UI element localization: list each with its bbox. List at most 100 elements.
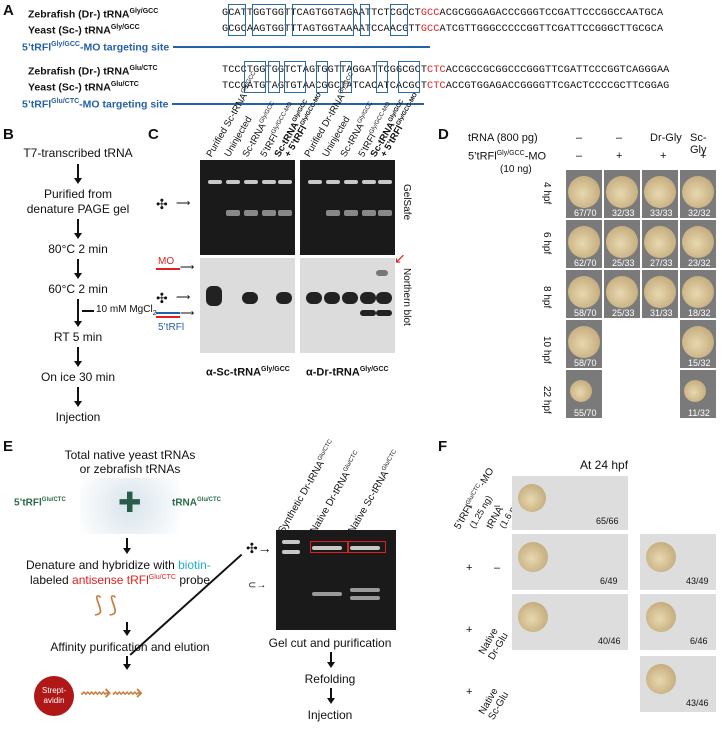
embryo-count: 58/70 xyxy=(574,358,597,368)
caption-left: α-Sc-tRNAGly/GCC xyxy=(206,366,290,379)
f-row2-trna: – xyxy=(494,562,501,574)
embryo-count: 18/32 xyxy=(688,308,711,318)
flow-arrow xyxy=(74,347,81,367)
conserved-box xyxy=(390,4,408,36)
refolding-step: Refolding xyxy=(304,672,356,686)
conserved-box xyxy=(398,61,420,93)
arrow-icon: ⟶ xyxy=(176,198,191,209)
embryo-image: 32/33 xyxy=(604,170,640,218)
f-stage-label: At 24 hpf xyxy=(580,458,629,472)
flow-step-rt: RT 5 min xyxy=(53,330,103,344)
f-row3-mo: + xyxy=(466,624,473,636)
embryo-count: 58/70 xyxy=(574,308,597,318)
flow-arrow xyxy=(74,259,81,279)
f-row2-mo: + xyxy=(466,562,473,574)
larva-count: 43/49 xyxy=(686,576,709,586)
embryo-count: 25/33 xyxy=(612,308,635,318)
embryo-image: 67/70 xyxy=(566,170,602,218)
larva-image: 40/46 xyxy=(512,594,628,650)
embryo-count: 32/33 xyxy=(612,208,635,218)
gel-lane-label: Synthetic Dr-tRNAGlu/CTC xyxy=(276,438,334,536)
embryo-image: 58/70 xyxy=(566,270,602,318)
panel-a-label: A xyxy=(3,2,14,19)
embryo-image: 25/33 xyxy=(604,220,640,268)
conserved-box xyxy=(252,4,286,36)
col-3-mo: + xyxy=(660,150,667,162)
flow-arrow xyxy=(74,299,81,327)
mo-label: MO xyxy=(158,256,175,267)
embryo-count: 15/32 xyxy=(688,358,711,368)
targeting-site-2: 5’tRFlGlu/CTC-MO targeting site xyxy=(22,98,173,111)
embryo-image: 27/33 xyxy=(642,220,678,268)
trna-mixture-icon xyxy=(80,478,180,534)
col-4-mo: + xyxy=(700,150,707,162)
flow-step-60c: 60°C 2 min xyxy=(48,282,108,296)
seq-row-2-name: Yeast (Sc-) tRNAGly/GCC xyxy=(28,24,140,37)
mo-dose-sub: (10 ng) xyxy=(500,164,532,175)
larva-count: 65/66 xyxy=(596,516,619,526)
f-row4-trna: Native Sc-Glu xyxy=(476,686,512,722)
embryo-image: 33/33 xyxy=(642,170,678,218)
bound-probe-icon: ⟿⟿ xyxy=(80,680,144,705)
embryo-image: 15/32 xyxy=(680,320,716,368)
seq-row-2: GCGCAAGTGGTTTAGTGGTAAAATCCAACGTTGCCATCGT… xyxy=(222,24,664,35)
flow-arrow xyxy=(123,538,130,554)
trf-icon: ⊂→ xyxy=(248,580,267,591)
f-row3-trna: Native Dr-Glu xyxy=(476,626,511,662)
gelsafe-gel-left xyxy=(200,160,295,255)
trna-icon: ✣→ xyxy=(246,540,272,556)
embryo-count: 11/32 xyxy=(688,408,710,418)
flow-arrow xyxy=(74,387,81,407)
panel-d-label: D xyxy=(438,126,449,143)
affinity-step: Affinity purification and elution xyxy=(50,640,210,654)
mgcl-arrow xyxy=(82,310,94,312)
panel-c-label: C xyxy=(148,126,159,143)
conserved-box xyxy=(244,61,266,93)
northern-blot-label: Northern blot xyxy=(401,268,412,326)
probe-icon: ⟆ ⟆ xyxy=(94,592,118,617)
seq-row-3-name: Zebrafish (Dr-) tRNAGlu/CTC xyxy=(28,65,158,78)
embryo-image: 23/32 xyxy=(680,220,716,268)
f-row1-trna: – xyxy=(494,500,501,512)
red-arrow-icon: ↙ xyxy=(394,250,406,266)
embryo-count: 32/32 xyxy=(688,208,711,218)
e-top-text-1: Total native yeast tRNAs xyxy=(64,448,196,462)
conserved-box xyxy=(292,4,354,36)
flow-step-purified: Purified from xyxy=(43,187,113,201)
flow-arrow xyxy=(123,656,130,670)
stage-10hpf: 10 hpf xyxy=(541,336,552,364)
e-top-text-2: or zebrafish tRNAs xyxy=(79,462,181,476)
gelsafe-label: GelSafe xyxy=(401,184,412,221)
flow-arrow xyxy=(327,688,334,704)
trf-line xyxy=(156,312,180,314)
mgcl-label: 10 mM MgCl2 xyxy=(96,304,157,317)
larva-count: 43/46 xyxy=(686,698,709,708)
embryo-image: 11/32 xyxy=(680,370,716,418)
conserved-box xyxy=(228,4,246,36)
stage-8hpf: 8 hpf xyxy=(541,286,552,309)
gel-cut-box xyxy=(310,541,348,553)
gel-cut-box xyxy=(348,541,386,553)
streptavidin-bead: Strept- avidin xyxy=(34,676,74,716)
seq-row-3: TCCCTGGTGGTCTAGTGGTTAGGATTCGGCGCTCTCACCG… xyxy=(222,65,670,76)
larva-image: 6/49 xyxy=(512,534,628,590)
northern-blot-right xyxy=(300,258,395,353)
trna-cross-icon: ✚ xyxy=(118,487,142,518)
seq-row-4: TCCGATGTAGTGTAACGGCTATCACATCACGCTCTCACCG… xyxy=(222,81,670,92)
trna-label-e: tRNAGlu/CTC xyxy=(172,497,221,509)
trf-label: 5’tRFl xyxy=(158,322,185,333)
conserved-box xyxy=(360,4,370,36)
col-1-mo: – xyxy=(576,150,583,162)
mo-arrow: ⟶ xyxy=(180,262,195,273)
embryo-image: 25/33 xyxy=(604,270,640,318)
larva-count: 6/46 xyxy=(690,636,708,646)
targeting-arrow-2 xyxy=(34,103,424,105)
conserved-box xyxy=(316,61,328,93)
col-2-trna: – xyxy=(616,132,623,144)
targeting-site-1: 5’tRFlGly/GCC-MO targeting site xyxy=(22,41,174,54)
embryo-image: 18/32 xyxy=(680,270,716,318)
embryo-count: 33/33 xyxy=(650,208,673,218)
flow-step-injection: Injection xyxy=(55,410,101,424)
panel-b-label: B xyxy=(3,126,14,143)
caption-right: α-Dr-tRNAGly/GCC xyxy=(306,366,389,379)
